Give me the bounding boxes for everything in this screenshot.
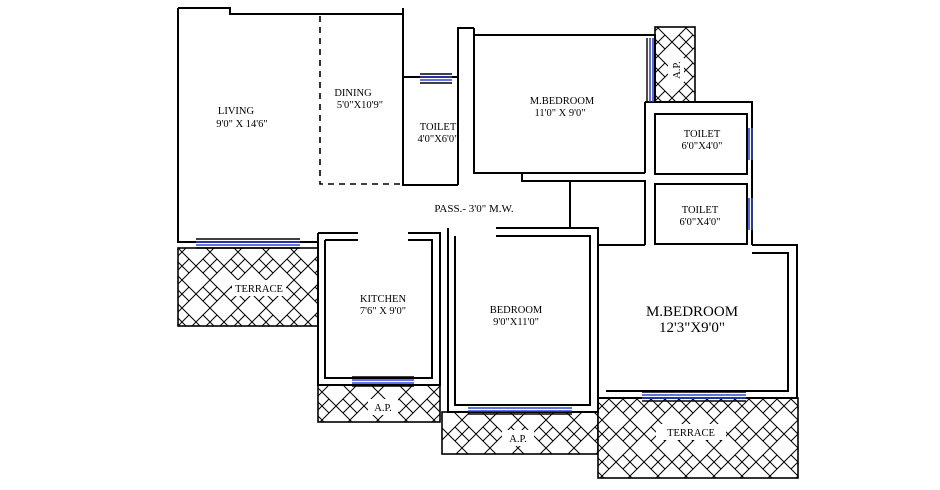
ap-bedroom-area — [441, 411, 599, 455]
room-master-bedroom-1-size: 11'0" X 9'0" — [534, 108, 585, 119]
terrace-right-label: TERRACE — [667, 428, 715, 439]
window-living — [196, 238, 300, 249]
room-toilet-3-size: 6'0"X4'0" — [680, 217, 721, 228]
room-master-bedroom-1-name: M.BEDROOM — [530, 96, 595, 107]
room-dining: DINING 5'0"X10'9" — [334, 88, 383, 111]
terrace-right-area — [597, 397, 799, 479]
ap-kitchen-area — [317, 384, 441, 423]
room-master-bedroom-2-name: M.BEDROOM — [646, 304, 738, 320]
room-kitchen-name: KITCHEN — [360, 294, 406, 305]
room-toilet-2-size: 6'0"X4'0" — [682, 141, 723, 152]
room-master-bedroom-2-size: 12'3"X9'0" — [659, 320, 725, 336]
room-bedroom-name: BEDROOM — [490, 305, 543, 316]
room-toilet-2: TOILET 6'0"X4'0" — [682, 129, 723, 152]
window-kitchen — [352, 376, 414, 387]
room-toilet-1-name: TOILET — [420, 122, 457, 133]
dining-dashed-outline — [319, 16, 403, 185]
window-master-bedroom-1 — [646, 38, 654, 102]
window-toilet-3 — [748, 198, 753, 230]
room-kitchen: KITCHEN 7'6" X 9'0" — [360, 294, 407, 317]
room-toilet-2-name: TOILET — [684, 129, 721, 140]
room-bedroom-size: 9'0"X11'0" — [493, 317, 539, 328]
room-toilet-3-name: TOILET — [682, 205, 719, 216]
room-bedroom: BEDROOM 9'0"X11'0" — [490, 305, 543, 328]
room-living-size: 9'0" X 14'6" — [216, 119, 267, 130]
terrace-left-label: TERRACE — [235, 284, 283, 295]
room-master-bedroom-2: M.BEDROOM 12'3"X9'0" — [646, 304, 738, 336]
window-master-bedroom-2 — [642, 391, 746, 402]
terrace-left-area — [177, 247, 319, 327]
room-dining-name: DINING — [334, 88, 372, 99]
room-toilet-1-size: 4'0"X6'0" — [418, 134, 459, 145]
walls — [177, 7, 798, 413]
window-toilet-1 — [420, 73, 452, 84]
room-master-bedroom-1: M.BEDROOM 11'0" X 9'0" — [530, 96, 595, 119]
ap-bedroom-label: A.P. — [509, 434, 527, 445]
window-bedroom — [468, 404, 572, 415]
room-toilet-3: TOILET 6'0"X4'0" — [680, 205, 721, 228]
passage-label: PASS.- 3'0" M.W. — [434, 203, 514, 215]
room-dining-size: 5'0"X10'9" — [337, 100, 383, 111]
room-kitchen-size: 7'6" X 9'0" — [360, 306, 406, 317]
room-toilet-1: TOILET 4'0"X6'0" — [418, 122, 459, 145]
room-living-name: LIVING — [218, 106, 255, 117]
ap-top-label: A.P. — [672, 61, 683, 79]
ap-kitchen-label: A.P. — [374, 403, 392, 414]
room-living: LIVING 9'0" X 14'6" — [216, 106, 267, 130]
window-toilet-2 — [748, 128, 753, 160]
